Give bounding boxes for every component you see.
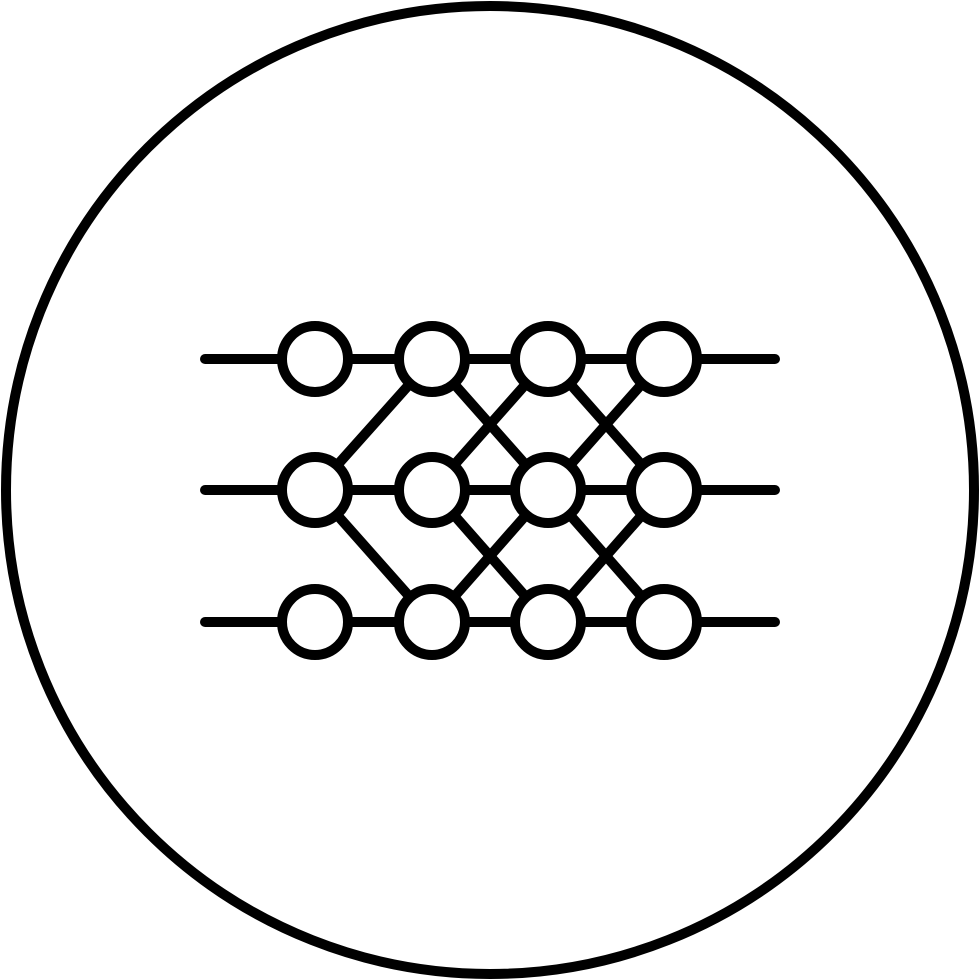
node-layer-3-2 <box>510 452 586 528</box>
node-layer-3-1 <box>510 321 586 397</box>
network-nodes <box>277 321 702 660</box>
node-layer-2-2 <box>394 452 470 528</box>
node-layer-3-3 <box>510 584 586 660</box>
node-layer-4-1 <box>626 321 702 397</box>
node-layer-4-3 <box>626 584 702 660</box>
node-layer-1-3 <box>277 584 353 660</box>
node-layer-2-1 <box>394 321 470 397</box>
node-layer-1-2 <box>277 452 353 528</box>
node-layer-4-2 <box>626 452 702 528</box>
node-layer-2-3 <box>394 584 470 660</box>
node-layer-1-1 <box>277 321 353 397</box>
